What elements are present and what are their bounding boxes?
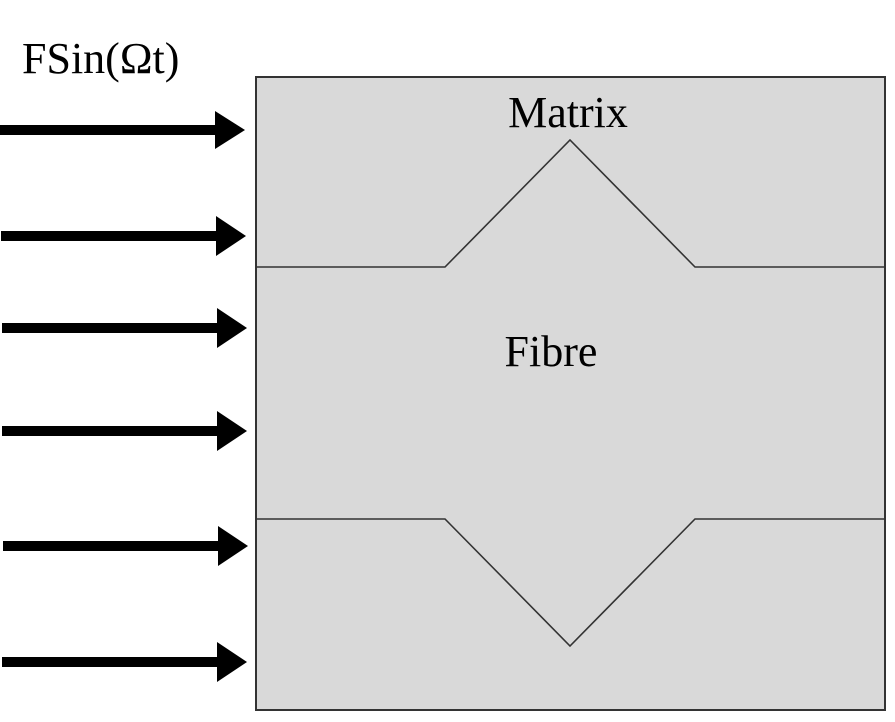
force-label: FSin(Ωt) <box>22 34 179 83</box>
composite-box <box>255 76 886 711</box>
force-arrow <box>3 526 248 566</box>
matrix-label: Matrix <box>508 88 628 137</box>
force-arrow <box>2 308 247 348</box>
force-arrow <box>2 411 247 451</box>
fibre-label: Fibre <box>505 327 598 376</box>
force-arrow <box>1 216 246 256</box>
force-arrow <box>0 111 245 149</box>
force-arrows <box>0 111 248 682</box>
upper-interface-line <box>256 138 885 268</box>
force-arrow <box>2 642 247 682</box>
lower-interface-line <box>256 518 885 648</box>
